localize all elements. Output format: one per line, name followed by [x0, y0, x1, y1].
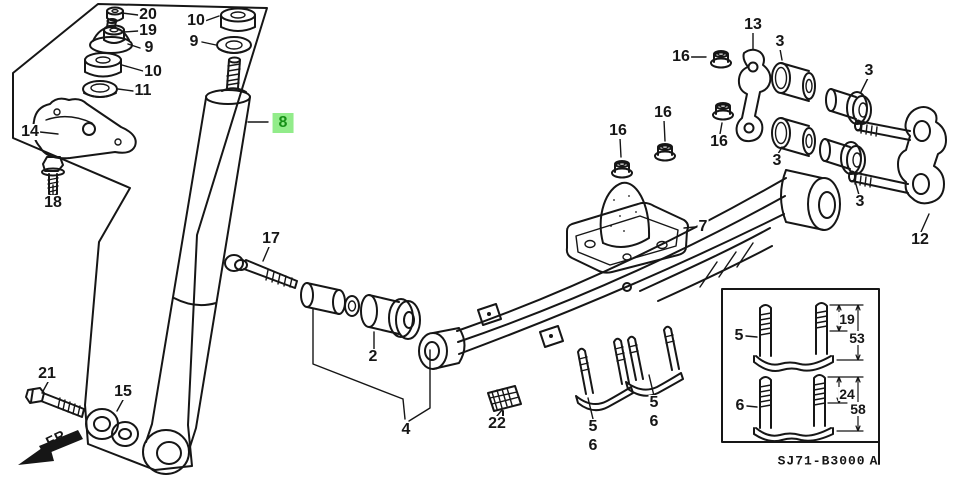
- dimension-label-24-35: 24: [838, 386, 856, 402]
- part-callout-2-13[interactable]: 2: [367, 348, 379, 365]
- dimension-label-19-33: 19: [838, 311, 856, 327]
- part-callout-18-6[interactable]: 18: [43, 194, 63, 211]
- part-callout-6-30[interactable]: 6: [648, 413, 660, 430]
- part-callout-3-25[interactable]: 3: [854, 193, 866, 210]
- part-callout-16-21[interactable]: 16: [709, 133, 729, 150]
- part-callout-15-12[interactable]: 15: [113, 383, 133, 400]
- part-callout-16-18[interactable]: 16: [671, 48, 691, 65]
- u-bolt-right-drawing: [625, 325, 684, 397]
- leader-lines: [39, 12, 930, 422]
- part-callout-10-7[interactable]: 10: [186, 12, 206, 29]
- part-17-bolt-drawing: [224, 254, 298, 289]
- part-callout-22-15[interactable]: 22: [487, 415, 507, 432]
- diagram-code-text: SJ71-B3000: [777, 453, 866, 469]
- part-callout-16-19[interactable]: 16: [653, 104, 673, 121]
- part-9-washer-left-drawing: [89, 18, 133, 54]
- part-16-flange-nuts-drawing: [611, 50, 734, 179]
- part-callout-13-17[interactable]: 13: [743, 16, 763, 33]
- part-callout-21-11[interactable]: 21: [37, 365, 57, 382]
- part-callout-14-5[interactable]: 14: [20, 123, 40, 140]
- part-callout-17-10[interactable]: 17: [261, 230, 281, 247]
- enclosure-outline: [12, 3, 268, 471]
- part-callout-8-9[interactable]: 8: [272, 113, 294, 133]
- inset-part-6-u-bolt-drawing: [753, 374, 864, 443]
- diagram-code-suffix: A: [869, 453, 879, 469]
- part-10-bushing-left-drawing: [84, 52, 122, 78]
- part-21-bolt-drawing: [25, 387, 85, 418]
- part-callout-5-31[interactable]: 5: [733, 327, 745, 344]
- part-8-shock-absorber-drawing: [142, 56, 251, 475]
- part-callout-19-1[interactable]: 19: [138, 22, 158, 39]
- part-callout-9-8[interactable]: 9: [188, 33, 200, 50]
- part-14-bracket-drawing: [32, 97, 137, 160]
- part-2-bushing-drawing: [360, 294, 421, 340]
- part-15-bushing-drawing: [85, 408, 139, 447]
- part-12-pin-plate-drawing: [848, 106, 947, 205]
- dimension-label-53-34: 53: [848, 330, 866, 346]
- part-7-bump-stop-drawing: [565, 181, 689, 274]
- inset-part-5-u-bolt-drawing: [753, 302, 864, 372]
- part-callout-9-2[interactable]: 9: [143, 39, 155, 56]
- part-callout-16-20[interactable]: 16: [608, 122, 628, 139]
- part-callout-10-3[interactable]: 10: [143, 63, 163, 80]
- part-callout-11-4[interactable]: 11: [133, 82, 153, 99]
- part-callout-6-32[interactable]: 6: [734, 397, 746, 414]
- part-20-nut-drawing: [106, 6, 124, 22]
- part-callout-12-26[interactable]: 12: [910, 231, 930, 248]
- part-callout-3-23[interactable]: 3: [863, 62, 875, 79]
- part-callout-5-27[interactable]: 5: [587, 418, 599, 435]
- part-18-bolt-drawing: [41, 156, 65, 197]
- part-3-bushings-drawing: [771, 62, 872, 175]
- spacer-sleeve-drawing: [300, 282, 360, 317]
- leaf-spring-drawing: [418, 169, 841, 370]
- part-callout-7-16[interactable]: 7: [697, 218, 709, 235]
- part-callout-5-29[interactable]: 5: [648, 394, 660, 411]
- part-callout-20-0[interactable]: 20: [138, 6, 158, 23]
- part-callout-3-24[interactable]: 3: [771, 152, 783, 169]
- inset-detail-box: [721, 288, 880, 465]
- part-callout-6-28[interactable]: 6: [587, 437, 599, 454]
- u-bolt-left-drawing: [575, 337, 634, 412]
- part-callout-4-14[interactable]: 4: [400, 421, 412, 438]
- fr-direction-arrow: [18, 430, 83, 465]
- part-11-washer-drawing: [82, 80, 118, 98]
- part-13-shackle-plate-drawing: [735, 48, 772, 143]
- part-callout-3-22[interactable]: 3: [774, 33, 786, 50]
- part-9-washer-right-drawing: [216, 36, 252, 54]
- part-10-bushing-right-drawing: [220, 7, 256, 32]
- dimension-label-58-36: 58: [849, 401, 867, 417]
